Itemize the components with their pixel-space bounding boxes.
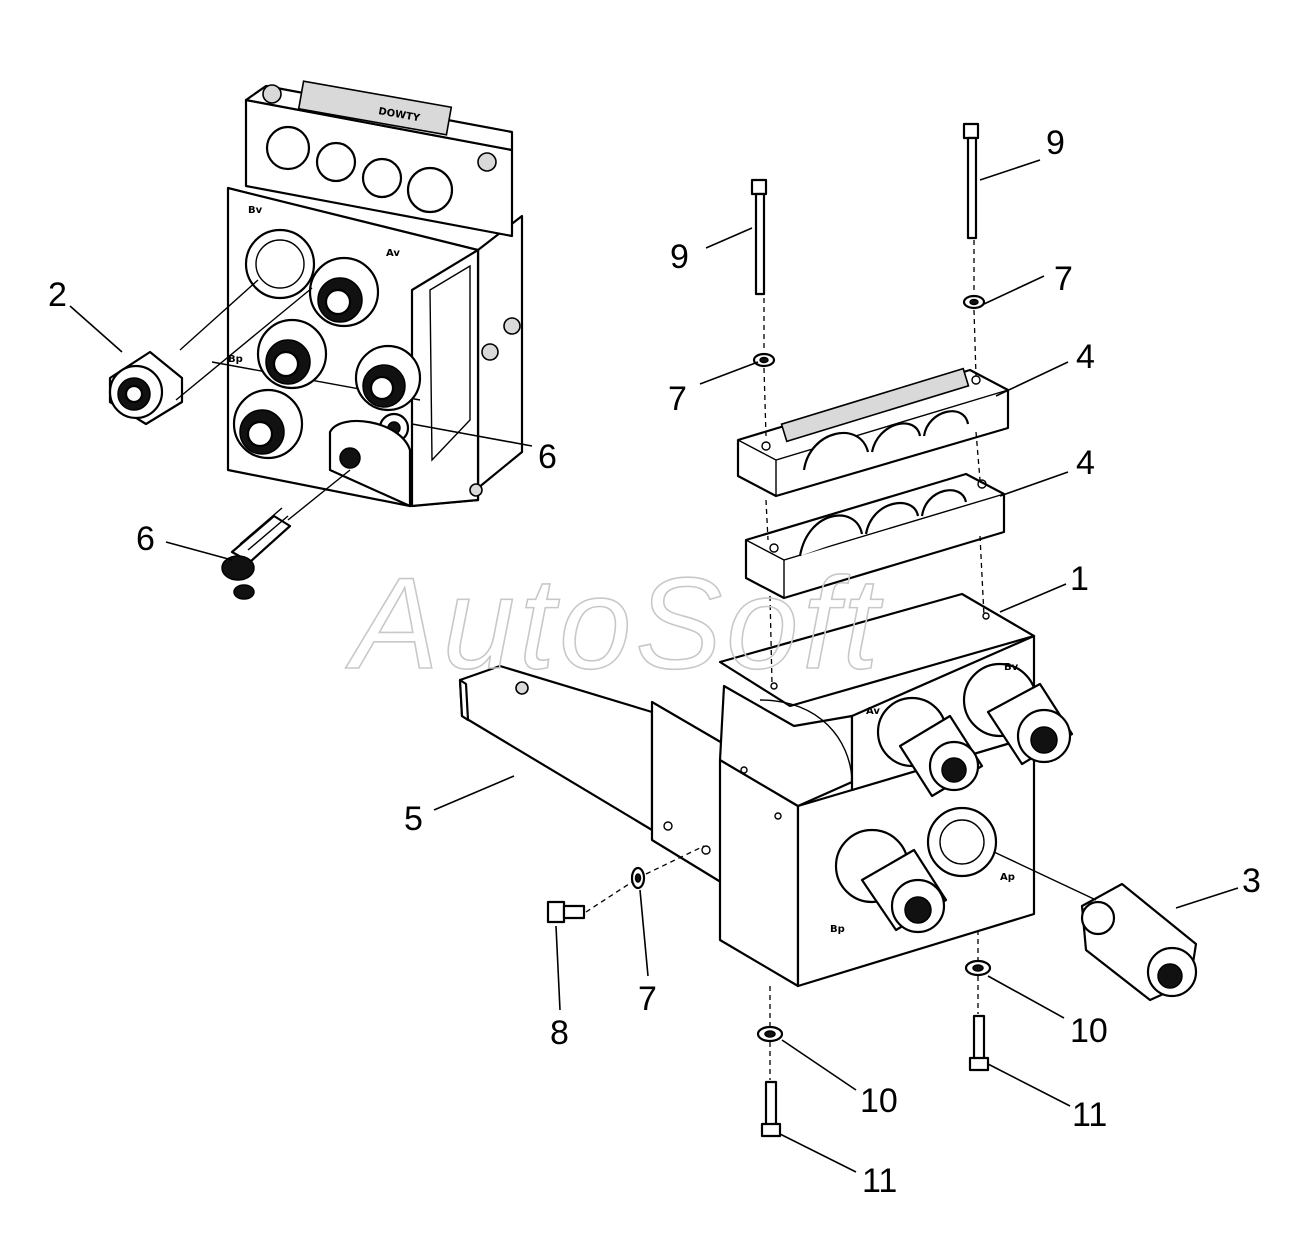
callout-7-right: 7 <box>1054 260 1073 298</box>
port-label-lower-av: Av <box>866 706 880 717</box>
lower-fitting-av <box>876 696 984 798</box>
part-11-bolt-right <box>968 1014 990 1072</box>
part-7-washer-bracket <box>630 866 646 890</box>
callout-6-upper: 6 <box>538 438 557 476</box>
callout-4-upper: 4 <box>1076 338 1095 376</box>
callout-11-right: 11 <box>1072 1096 1107 1134</box>
upper-fitting-low <box>232 388 304 460</box>
part-11-bolt-left <box>760 1080 782 1138</box>
callout-10-left: 10 <box>860 1082 898 1120</box>
part-3-angled-fitting <box>993 851 1198 1002</box>
watermark: AutoSoft <box>345 550 884 696</box>
callout-7-left: 7 <box>668 380 687 418</box>
part-7-washer-right <box>962 294 986 310</box>
callout-8: 8 <box>550 1014 569 1052</box>
callout-3: 3 <box>1242 862 1261 900</box>
callout-4-lower: 4 <box>1076 444 1095 482</box>
callout-9-left: 9 <box>670 238 689 276</box>
part-2-plug-fitting <box>108 279 313 426</box>
lower-fitting-bp <box>834 828 948 934</box>
part-8-screw <box>546 900 586 924</box>
leader-lines <box>69 159 1239 1173</box>
part-10-washer-left <box>756 1025 784 1043</box>
port-label-lower-bp: Bp <box>830 924 845 935</box>
callout-2: 2 <box>48 276 67 314</box>
part-4-clamp-lower <box>744 472 1006 600</box>
callout-6-lower: 6 <box>136 520 155 558</box>
upper-fitting-mid <box>354 344 422 412</box>
part-9-bolt-right <box>962 122 980 240</box>
callout-numbers: 2 9 9 7 7 4 4 6 6 1 5 3 8 7 10 10 11 11 <box>48 124 1261 1200</box>
port-label-lower-ap: Ap <box>1000 872 1015 883</box>
callout-5: 5 <box>404 800 423 838</box>
upper-fitting-av <box>308 256 380 328</box>
upper-valve-block: DOWTY <box>211 80 524 508</box>
port-label-upper-bp: Bp <box>228 354 243 365</box>
part-4-clamp-upper <box>736 367 1010 498</box>
part-5-bracket <box>458 664 726 886</box>
part-7-washer-left <box>752 352 776 368</box>
upper-fitting-bp <box>256 318 328 390</box>
callout-9-right: 9 <box>1046 124 1065 162</box>
lower-fitting-bv <box>962 662 1074 766</box>
port-label-upper-av: Av <box>386 248 400 259</box>
port-label-lower-bv: Bv <box>1004 662 1019 673</box>
part-9-bolt-left <box>750 178 768 296</box>
part-6-banjo-bolt <box>221 469 351 600</box>
part-1-valve-block: Bv Av Ap Bp <box>718 592 1074 988</box>
callout-1: 1 <box>1070 560 1089 598</box>
part-10-washer-right <box>964 959 992 977</box>
callout-10-right: 10 <box>1070 1012 1108 1050</box>
callout-7-bracket: 7 <box>638 980 657 1018</box>
callout-11-left: 11 <box>862 1162 897 1200</box>
port-label-upper-bv: Bv <box>248 205 263 216</box>
